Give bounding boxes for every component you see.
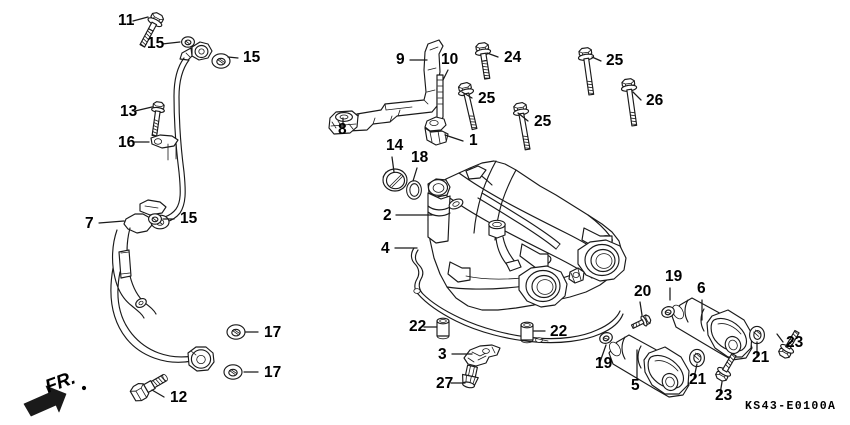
callout-leader-23	[776, 333, 784, 343]
callout-leader-12	[151, 389, 165, 398]
callout-leader-25	[461, 91, 473, 99]
part-27-bolt	[462, 364, 479, 389]
callout-number-c7: 7	[85, 215, 94, 232]
callout-number-c25b: 25	[606, 52, 624, 69]
pipe-stay-bracket	[123, 199, 170, 234]
callout-leader-18	[412, 167, 418, 182]
callout-number-c17: 17	[264, 324, 281, 341]
part-12-oil-bolt	[129, 373, 168, 402]
part-15-washer-b	[211, 53, 231, 69]
callout-number-c23b: 23	[715, 387, 733, 404]
callout-number-c14: 14	[386, 137, 404, 154]
callout-number-c8: 8	[338, 121, 347, 138]
callout-number-c21b: 21	[689, 371, 707, 388]
callout-number-c21: 21	[752, 349, 770, 366]
part-24-bolt	[473, 41, 496, 81]
callout-number-c16: 16	[118, 134, 136, 151]
callout-leader-13	[134, 106, 153, 112]
callout-leader-25	[517, 112, 529, 122]
fr-orientation-marker: FR.	[23, 367, 87, 417]
part-13-bolt	[151, 101, 165, 137]
callout-number-c25c: 25	[534, 113, 552, 130]
part-25-bolt-c	[576, 46, 600, 97]
diagram-code: KS43-E0100A	[745, 400, 836, 413]
callout-number-c15c: 15	[180, 210, 198, 227]
callout-number-c22b: 22	[550, 323, 567, 340]
callout-number-c22: 22	[409, 318, 426, 335]
callout-leader-7	[98, 220, 125, 224]
callout-leader-26	[632, 91, 642, 101]
cylinder-head-cover	[427, 160, 627, 311]
cable-stay-assembly	[328, 39, 449, 146]
part-23-bolt-a	[778, 329, 800, 359]
callout-leader-23	[719, 381, 723, 395]
part-17-washer-b	[223, 364, 243, 380]
callout-number-c24: 24	[504, 49, 522, 66]
callout-number-c13: 13	[120, 103, 138, 120]
part-15-washer-a	[181, 36, 195, 48]
callout-number-c15: 15	[147, 35, 165, 52]
part-25-bolt-b	[511, 101, 536, 152]
part-21-washer-a	[749, 325, 765, 345]
callout-number-c19: 19	[665, 268, 683, 285]
part-21-washer-b	[689, 348, 705, 368]
part-5-rocker-shaft	[608, 334, 690, 398]
callout-leader-21	[693, 363, 698, 379]
callout-leader-24	[486, 52, 499, 58]
part-3-guide	[463, 344, 501, 367]
part-1-clip	[424, 116, 449, 146]
callout-leader-15	[227, 56, 239, 59]
part-6-rocker-shaft	[671, 297, 753, 361]
fr-label: FR.	[43, 367, 79, 397]
callout-leader-14	[391, 156, 395, 173]
callout-number-c19b: 19	[595, 355, 613, 372]
callout-leader-1	[444, 134, 464, 142]
callout-number-c18: 18	[411, 149, 429, 166]
part-22-dowel-a	[436, 317, 450, 340]
callout-number-c12: 12	[170, 389, 187, 406]
callout-number-c20: 20	[634, 283, 651, 300]
callout-leader-25	[591, 56, 602, 62]
rocker-shafts	[597, 297, 800, 398]
part-17-washer-a	[226, 324, 246, 340]
callout-leader-20	[639, 301, 643, 316]
callout-number-c15b: 15	[243, 49, 261, 66]
part-15-washer-c	[148, 213, 162, 225]
part-14-cap	[382, 168, 408, 192]
callout-number-c4: 4	[381, 240, 390, 257]
callout-leader-15	[161, 41, 181, 45]
part-26-bolt	[619, 77, 643, 128]
callout-number-c23: 23	[786, 334, 804, 351]
part-10-dowel-pin	[436, 74, 444, 125]
part-23-bolt-b	[715, 352, 737, 382]
pipe-lower-banjo	[187, 346, 215, 372]
oil-pipe-assembly	[110, 9, 246, 402]
pipe-upper-banjo	[179, 41, 213, 61]
callout-number-c26: 26	[646, 92, 664, 109]
callout-number-c2: 2	[383, 207, 392, 224]
callout-number-c17b: 17	[264, 364, 281, 381]
callout-number-c25: 25	[478, 90, 496, 107]
part-4-gasket	[410, 247, 624, 344]
callout-leader-11	[132, 16, 149, 22]
callout-number-c11: 11	[118, 12, 135, 29]
callout-leader-19	[599, 344, 607, 363]
part-16-clamp	[150, 134, 179, 161]
callout-number-c5: 5	[631, 377, 640, 394]
cover-front-bores	[518, 239, 627, 308]
part-22-dowel-b	[520, 321, 534, 344]
callout-number-c27: 27	[436, 375, 453, 392]
callout-number-c6: 6	[697, 280, 706, 297]
callout-number-c3: 3	[438, 346, 447, 363]
part-18-o-ring	[406, 180, 422, 200]
callout-number-c9: 9	[396, 51, 405, 68]
callout-number-c10: 10	[441, 51, 458, 68]
callout-leader-10	[442, 69, 449, 81]
callout-number-c1: 1	[469, 132, 478, 149]
part-20-bolt	[630, 314, 652, 329]
